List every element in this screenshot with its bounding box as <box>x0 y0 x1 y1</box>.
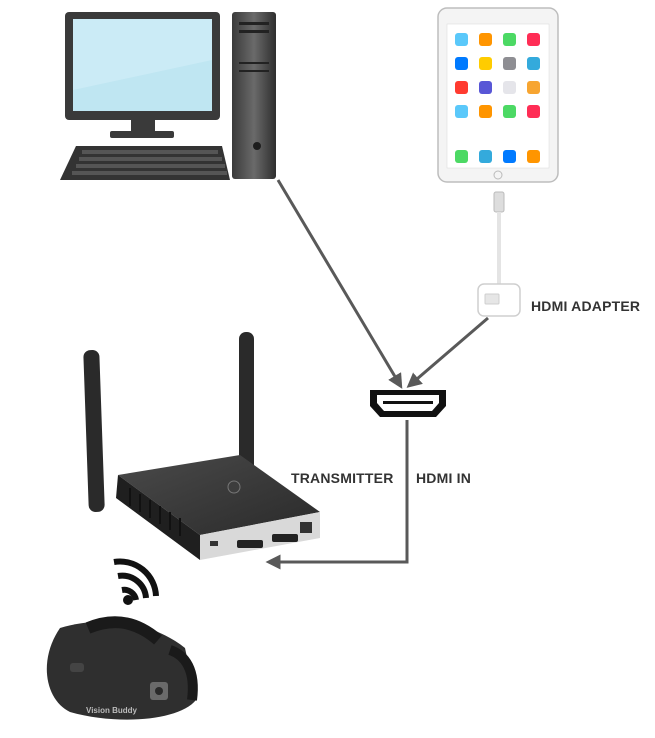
antenna-right <box>239 332 254 472</box>
keyboard <box>60 146 230 180</box>
hdmi-connector-icon <box>370 390 446 417</box>
hdmi-in-label: HDMI IN <box>416 470 472 486</box>
dock-icon <box>503 150 516 163</box>
pc-tower <box>232 12 276 179</box>
app-icon <box>503 57 516 70</box>
vr-headset: Vision Buddy <box>46 616 198 720</box>
ipad <box>437 7 559 183</box>
app-icon <box>455 81 468 94</box>
dock-icon <box>527 150 540 163</box>
hdmi-to-transmitter-line <box>265 420 409 570</box>
transmitter-label: TRANSMITTER <box>291 470 394 486</box>
adapter-to-hdmi-line <box>406 316 489 388</box>
ipad-screen <box>446 23 550 169</box>
computer-to-hdmi-line <box>276 179 403 389</box>
app-icon <box>455 57 468 70</box>
app-icon <box>527 33 540 46</box>
app-icon <box>503 105 516 118</box>
headset-brand-label: Vision Buddy <box>86 706 138 715</box>
app-icon <box>479 105 492 118</box>
lightning-to-hdmi-adapter <box>477 191 521 317</box>
app-icon <box>503 81 516 94</box>
connections <box>265 179 489 570</box>
app-icon <box>479 57 492 70</box>
desktop-computer <box>60 12 276 180</box>
monitor <box>65 12 220 138</box>
wireless-hdmi-transmitter <box>83 332 320 560</box>
app-icon <box>479 81 492 94</box>
app-icon <box>527 105 540 118</box>
app-icon <box>455 105 468 118</box>
wireless-signal-icon <box>113 558 159 605</box>
dock-icon <box>479 150 492 163</box>
antenna-left <box>83 350 105 512</box>
app-icons <box>455 33 540 163</box>
app-icon <box>527 81 540 94</box>
app-icon <box>527 57 540 70</box>
hdmi-adapter-label: HDMI ADAPTER <box>531 298 641 314</box>
app-icon <box>455 33 468 46</box>
app-icon <box>503 33 516 46</box>
dock-icon <box>455 150 468 163</box>
app-icon <box>479 33 492 46</box>
